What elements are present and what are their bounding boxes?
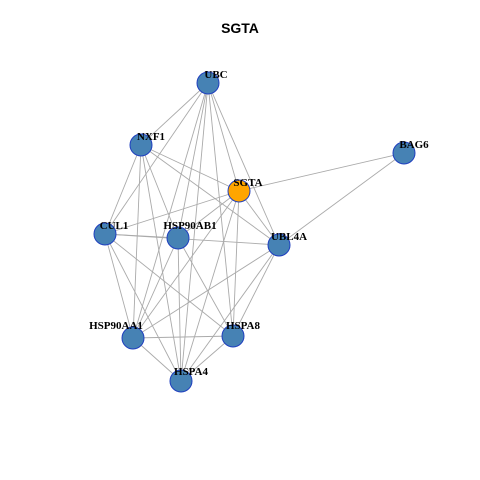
- node-hspa8[interactable]: [221, 324, 245, 348]
- edge-cul1-hspa4: [104, 233, 182, 382]
- node-bag6[interactable]: [392, 141, 416, 165]
- edge-cul1-ubl4a: [104, 233, 280, 246]
- diagram-title: SGTA: [221, 20, 259, 36]
- node-label-nxf1: NXF1: [137, 131, 165, 143]
- edge-ubc-hsp90ab1: [177, 82, 209, 239]
- node-label-hspa4: HSPA4: [174, 366, 209, 378]
- edge-ubc-hspa4: [180, 82, 209, 382]
- edge-ubl4a-hsp90aa1: [132, 244, 280, 339]
- edge-hsp90aa1-hspa8: [132, 335, 234, 339]
- edge-ubc-cul1: [104, 82, 209, 235]
- edge-nxf1-cul1: [104, 144, 142, 235]
- node-label-bag6: BAG6: [399, 139, 429, 151]
- edge-sgta-cul1: [104, 190, 240, 235]
- node-label-hsp90aa1: HSP90AA1: [89, 320, 143, 332]
- node-sgta[interactable]: [227, 179, 251, 203]
- edge-layer: [104, 82, 405, 382]
- node-label-sgta: SGTA: [233, 177, 262, 189]
- node-label-hspa8: HSPA8: [226, 320, 261, 332]
- edge-cul1-hsp90aa1: [104, 233, 134, 339]
- edge-sgta-hsp90aa1: [132, 190, 240, 339]
- node-label-hsp90ab1: HSP90AB1: [163, 220, 216, 232]
- edge-bag6-sgta: [238, 152, 405, 192]
- node-label-ubl4a: UBL4A: [271, 231, 307, 243]
- edge-hsp90ab1-hspa8: [177, 237, 234, 337]
- node-label-ubc: UBC: [204, 69, 227, 81]
- edge-nxf1-hsp90ab1: [140, 144, 179, 239]
- node-cul1[interactable]: [93, 222, 117, 246]
- node-nxf1[interactable]: [129, 133, 153, 157]
- edge-hsp90ab1-hsp90aa1: [132, 237, 179, 339]
- edge-ubc-ubl4a: [207, 82, 280, 246]
- edge-sgta-hsp90ab1: [177, 190, 240, 239]
- edge-nxf1-ubl4a: [140, 144, 280, 246]
- node-hsp90aa1[interactable]: [121, 326, 145, 350]
- edge-sgta-hspa8: [232, 190, 240, 337]
- node-layer: [93, 71, 416, 393]
- edge-hsp90ab1-hspa4: [177, 237, 182, 382]
- node-ubc[interactable]: [196, 71, 220, 95]
- edge-ubl4a-hspa4: [180, 244, 280, 382]
- edge-sgta-hspa4: [180, 190, 240, 382]
- node-hsp90ab1[interactable]: [166, 226, 190, 250]
- node-hspa4[interactable]: [169, 369, 193, 393]
- node-label-cul1: CUL1: [100, 220, 129, 232]
- edge-ubl4a-hspa8: [232, 244, 280, 337]
- edge-nxf1-sgta: [140, 144, 240, 192]
- edge-ubc-hspa8: [207, 82, 234, 337]
- edge-bag6-ubl4a: [278, 152, 405, 246]
- edge-ubc-hsp90aa1: [132, 82, 209, 339]
- edge-ubc-nxf1: [140, 82, 209, 146]
- edge-nxf1-hsp90aa1: [132, 144, 142, 339]
- edge-ubc-sgta: [207, 82, 240, 192]
- edge-nxf1-hspa4: [140, 144, 182, 382]
- node-ubl4a[interactable]: [267, 233, 291, 257]
- edge-cul1-hspa8: [104, 233, 234, 337]
